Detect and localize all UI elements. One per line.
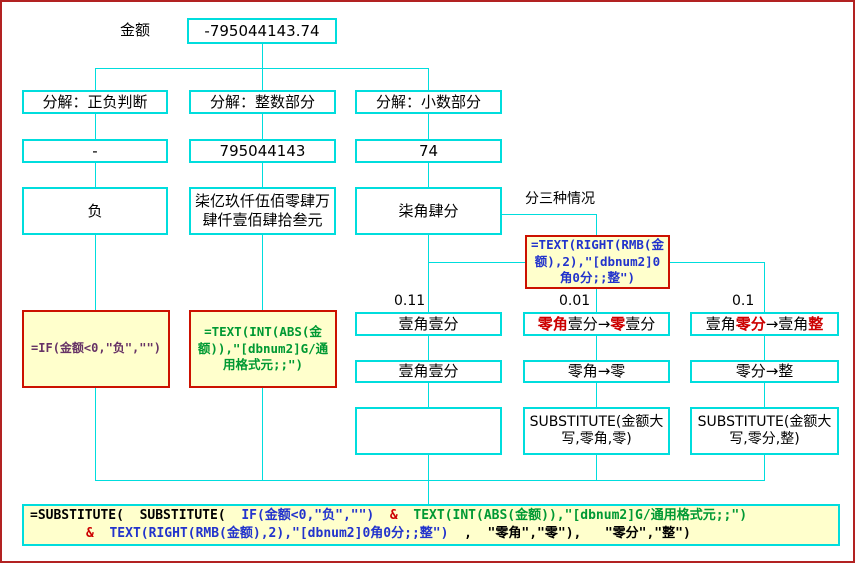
connector-line — [764, 336, 765, 360]
text-right-formula-box: =TEXT(RIGHT(RMB(金额),2),"[dbnum2]0角0分;;整"… — [525, 235, 670, 289]
if-formula-box: =IF(金额<0,"负","") — [22, 310, 170, 388]
decimal-result-box: 柒角肆分 — [355, 187, 502, 235]
case-01-rule-box: 零分→整 — [690, 360, 839, 383]
sign-value-box: - — [22, 139, 168, 163]
connector-line — [428, 163, 429, 187]
case-segment: →壹角 — [765, 314, 809, 333]
connector-line — [262, 235, 263, 310]
connector-line — [596, 455, 597, 480]
case-segment: 壹分→ — [567, 314, 611, 333]
case-01-substitute-box: SUBSTITUTE(金额大写,零分,整) — [690, 407, 839, 455]
header-integer-box: 分解：整数部分 — [189, 90, 336, 114]
connector-line — [596, 336, 597, 360]
connector-line — [428, 336, 429, 360]
connector-line — [95, 114, 96, 139]
connector-line — [596, 383, 597, 407]
connector-line — [764, 383, 765, 407]
formula-segment: , "零角","零"), "零分","整") — [448, 526, 691, 541]
amount-box: -795044143.74 — [187, 18, 337, 44]
integer-value-box: 795044143 — [189, 139, 336, 163]
connector-line — [95, 480, 765, 481]
final-formula-line1: =SUBSTITUTE( SUBSTITUTE( IF(金额<0,"负","")… — [24, 507, 838, 525]
connector-line — [95, 68, 96, 90]
case-011-label: 0.11 — [394, 293, 426, 309]
case-01-raw-box: 壹角零分→壹角整 — [690, 312, 839, 336]
formula-segment: TEXT(INT(ABS(金额)),"[dbnum2]G/通用格式元;;") — [413, 508, 748, 523]
formula-segment: & — [374, 508, 414, 523]
final-formula-line2: & TEXT(RIGHT(RMB(金额),2),"[dbnum2]0角0分;;整… — [24, 525, 838, 543]
connector-line — [428, 383, 429, 407]
amount-label: 金额 — [120, 21, 151, 39]
case-011-substitute-box — [355, 407, 502, 455]
case-001-substitute-box: SUBSTITUTE(金额大写,零角,零) — [523, 407, 670, 455]
connector-line — [764, 455, 765, 480]
case-01-label: 0.1 — [732, 293, 755, 309]
case-segment: 壹角壹分 — [398, 314, 459, 333]
case-011-raw-box: 壹角壹分 — [355, 312, 502, 336]
formula-segment: IF(金额<0,"负","") — [241, 508, 375, 523]
case-segment: 壹分 — [625, 314, 656, 333]
connector-line — [262, 388, 263, 480]
formula-segment: & — [86, 526, 110, 541]
case-001-rule-box: 零角→零 — [523, 360, 670, 383]
header-decimal-box: 分解：小数部分 — [355, 90, 502, 114]
connector-line — [428, 235, 429, 312]
connector-line — [670, 262, 765, 263]
connector-line — [428, 68, 429, 90]
connector-line — [262, 114, 263, 139]
text-int-formula-box: =TEXT(INT(ABS(金额)),"[dbnum2]G/通用格式元;;") — [189, 310, 337, 388]
connector-line — [596, 214, 597, 235]
connector-line — [502, 214, 597, 215]
connector-line — [764, 262, 765, 312]
connector-line — [95, 388, 96, 480]
connector-line — [596, 289, 597, 312]
integer-result-box: 柒亿玖仟伍佰零肆万肆仟壹佰肆拾叁元 — [189, 187, 336, 235]
formula-segment: =SUBSTITUTE( SUBSTITUTE( — [30, 508, 242, 523]
case-segment: 壹角 — [705, 314, 736, 333]
formula-segment: TEXT(RIGHT(RMB(金额),2),"[dbnum2]0角0分;;整") — [109, 526, 449, 541]
connector-line — [428, 455, 429, 480]
connector-line — [428, 114, 429, 139]
sign-result-box: 负 — [22, 187, 168, 235]
connector-line — [95, 163, 96, 187]
case-segment: 零角 — [537, 314, 568, 333]
case-001-raw-box: 零角壹分→零壹分 — [523, 312, 670, 336]
case-segment: 零 — [610, 314, 626, 333]
case-segment: 零分 — [735, 314, 766, 333]
final-formula-box: =SUBSTITUTE( SUBSTITUTE( IF(金额<0,"负","")… — [22, 504, 840, 546]
header-sign-box: 分解：正负判断 — [22, 90, 168, 114]
case-segment: 整 — [808, 314, 824, 333]
connector-line — [429, 262, 525, 263]
connector-line — [428, 480, 429, 504]
connector-line — [262, 68, 263, 90]
connector-line — [262, 44, 263, 68]
connector-line — [95, 235, 96, 310]
decimal-value-box: 74 — [355, 139, 502, 163]
case-001-label: 0.01 — [559, 293, 591, 309]
connector-line — [262, 163, 263, 187]
case-011-rule-box: 壹角壹分 — [355, 360, 502, 383]
three-cases-label: 分三种情况 — [525, 191, 595, 207]
